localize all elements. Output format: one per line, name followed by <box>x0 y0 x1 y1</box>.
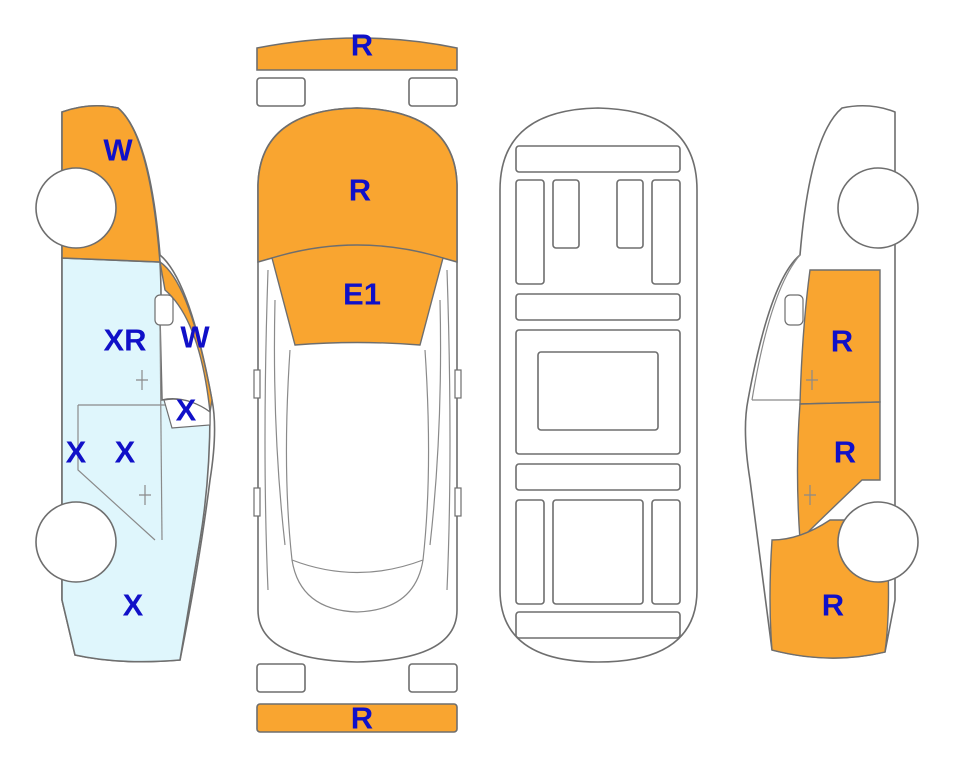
windshield[interactable] <box>271 244 444 346</box>
left-rocker-label: X <box>66 435 87 470</box>
right-front-wheel <box>837 167 919 249</box>
right-front-door-label: R <box>831 324 853 359</box>
left-rear-door-label: X <box>115 435 136 470</box>
left-rear-quarter-label: X <box>123 588 144 623</box>
front-bumper-label: R <box>351 28 373 63</box>
front-right-light <box>408 77 458 107</box>
rear-bumper-label: R <box>351 701 373 736</box>
left-front-door-label: XR <box>103 323 146 358</box>
rear-left-light <box>256 663 306 693</box>
left-a-pillar-label: W <box>180 320 210 355</box>
left-rear-wheel <box>35 501 117 583</box>
left-front-wheel <box>35 167 117 249</box>
left-a-pillar[interactable] <box>159 260 213 413</box>
front-left-light <box>256 77 306 107</box>
right-rear-door-label: R <box>834 435 856 470</box>
right-rear-quarter-label: R <box>822 588 844 623</box>
left-front-fender-label: W <box>103 133 133 168</box>
right-rear-wheel <box>837 501 919 583</box>
rear-right-light <box>408 663 458 693</box>
left-window-label: X <box>176 393 197 428</box>
windshield-label: E1 <box>343 277 381 312</box>
front-bumper[interactable] <box>256 37 458 71</box>
rear-bumper[interactable] <box>256 703 458 733</box>
right-side-details <box>784 294 818 505</box>
hood-label: R <box>349 173 371 208</box>
underbody-view <box>499 107 698 663</box>
